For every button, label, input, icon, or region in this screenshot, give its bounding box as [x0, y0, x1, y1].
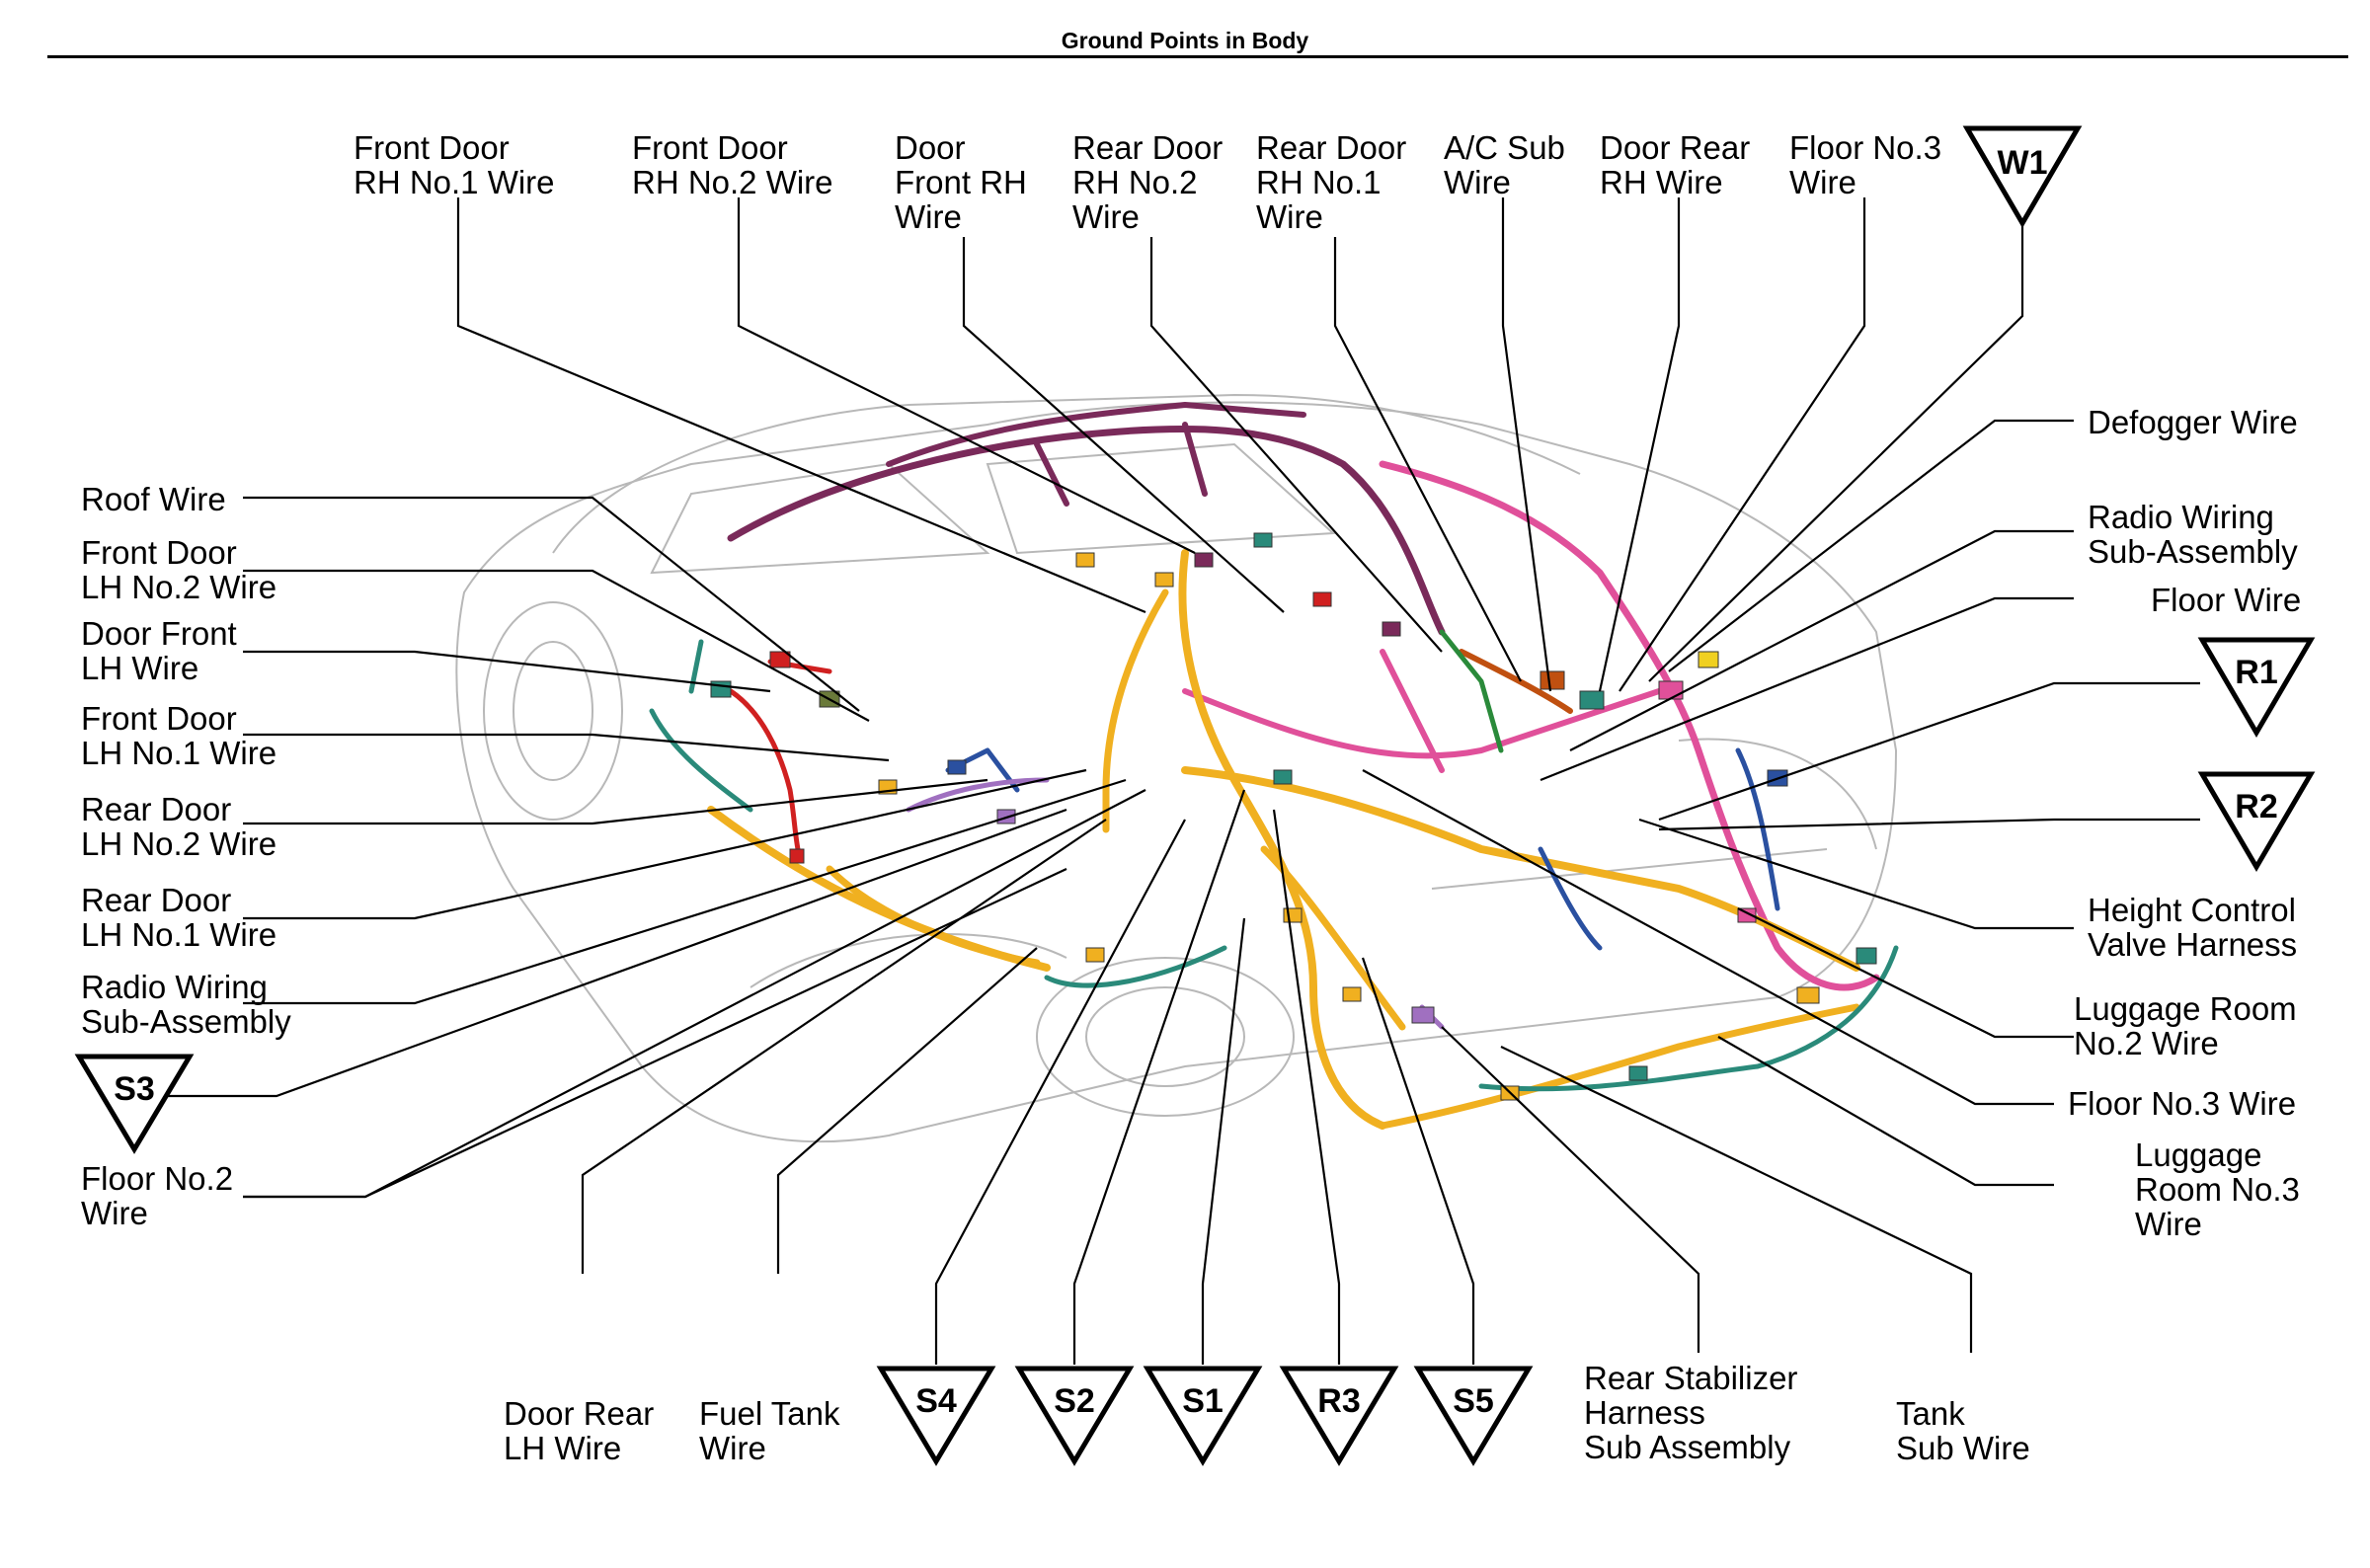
ground-point-s1: S1 [1143, 1366, 1263, 1466]
green-harness [1439, 629, 1504, 753]
ground-point-r3: R3 [1279, 1366, 1399, 1466]
connector [947, 759, 967, 775]
ground-point-r1: R1 [2197, 637, 2316, 738]
roof-harness-branch [886, 402, 1306, 507]
connector [1154, 572, 1174, 588]
blue-harness [945, 747, 1780, 951]
label-rear-door-lh-no1: Rear Door LH No.1 Wire [81, 882, 277, 953]
connector [1194, 552, 1214, 568]
label-floor-no3-top: Floor No.3 Wire [1789, 129, 1942, 200]
ground-label-s3: S3 [114, 1070, 155, 1108]
teal-harness [1044, 945, 1899, 1092]
label-rear-door-lh-no2: Rear Door LH No.2 Wire [81, 791, 277, 862]
connector [1411, 1006, 1435, 1024]
ground-label-s4: S4 [915, 1382, 957, 1420]
connector [789, 848, 805, 864]
label-floor-no2: Floor No.2 Wire [81, 1160, 234, 1231]
connector [1698, 651, 1719, 668]
label-rear-stabilizer: Rear Stabilizer Harness Sub Assembly [1584, 1360, 1798, 1465]
connector [1737, 907, 1757, 923]
connector [1283, 907, 1303, 923]
label-roof-wire: Roof Wire [81, 481, 226, 517]
label-floor-no3-right: Floor No.3 Wire [2068, 1085, 2297, 1122]
label-ac-sub: A/C Sub Wire [1444, 129, 1565, 200]
connector [1796, 986, 1820, 1004]
connector [769, 651, 791, 668]
ground-point-s2: S2 [1014, 1366, 1135, 1466]
label-height-control: Height Control Valve Harness [2088, 892, 2298, 963]
connector [1273, 769, 1293, 785]
connector [1085, 947, 1105, 963]
title-rule [47, 55, 2348, 58]
label-tank-sub: Tank Sub Wire [1896, 1395, 2030, 1466]
floor-harness-rear [1260, 845, 1860, 1130]
label-radio-wiring-left: Radio Wiring Sub-Assembly [81, 969, 291, 1040]
label-luggage-no3: Luggage Room No.3 Wire [2135, 1137, 2300, 1242]
connector [1075, 552, 1095, 568]
connector [1342, 986, 1362, 1002]
connector [1856, 947, 1877, 965]
ground-point-s4: S4 [876, 1366, 996, 1466]
label-defogger: Defogger Wire [2088, 404, 2298, 440]
ground-point-s5: S5 [1413, 1366, 1534, 1466]
harness-group [649, 402, 1899, 1130]
ground-label-s1: S1 [1182, 1382, 1224, 1420]
car-outline [455, 393, 1898, 1143]
connector [1253, 532, 1273, 548]
ground-point-w1: W1 [1962, 125, 2083, 228]
ground-label-s5: S5 [1453, 1382, 1494, 1420]
label-door-rear-rh: Door Rear RH Wire [1600, 129, 1751, 200]
connectors [710, 532, 1877, 1101]
ground-point-s3: S3 [74, 1054, 195, 1154]
floor-harness [707, 549, 1860, 1130]
ground-label-r2: R2 [2235, 788, 2277, 825]
label-front-door-lh-no2: Front Door LH No.2 Wire [81, 534, 277, 605]
label-door-rear-lh: Door Rear LH Wire [504, 1395, 655, 1466]
connector [1382, 621, 1401, 637]
ground-label-w1: W1 [1998, 144, 2048, 182]
label-front-door-rh-no2: Front Door RH No.2 Wire [632, 129, 833, 200]
label-fuel-tank: Fuel Tank Wire [699, 1395, 840, 1466]
pink-harness [1379, 460, 1880, 991]
ground-point-r2: R2 [2197, 771, 2316, 872]
ac-harness [1459, 649, 1573, 714]
connector [710, 680, 732, 698]
ground-label-r1: R1 [2235, 654, 2277, 691]
connector [1628, 1065, 1648, 1081]
label-rear-door-rh-no2: Rear Door RH No.2 Wire [1072, 129, 1224, 235]
pink-harness-front [1182, 649, 1662, 773]
connector [1658, 680, 1684, 700]
label-radio-wiring-right: Radio Wiring Sub-Assembly [2088, 499, 2298, 570]
label-luggage-no2: Luggage Room No.2 Wire [2074, 990, 2297, 1061]
label-door-front-lh: Door Front LH Wire [81, 615, 237, 686]
label-door-front-rh: Door Front RH Wire [895, 129, 1027, 235]
connector [1540, 670, 1565, 690]
label-rear-door-rh-no1: Rear Door RH No.1 Wire [1256, 129, 1407, 235]
label-front-door-lh-no1: Front Door LH No.1 Wire [81, 700, 277, 771]
floor-harness-left [826, 588, 1169, 967]
teal-harness-door [649, 639, 753, 813]
label-front-door-rh-no1: Front Door RH No.1 Wire [354, 129, 555, 200]
label-floor-wire: Floor Wire [2151, 582, 2302, 618]
connector [1579, 690, 1605, 710]
ground-label-s2: S2 [1054, 1382, 1095, 1420]
connector [1312, 591, 1332, 607]
page-title: Ground Points in Body [1061, 28, 1309, 53]
ground-label-r3: R3 [1317, 1382, 1360, 1420]
